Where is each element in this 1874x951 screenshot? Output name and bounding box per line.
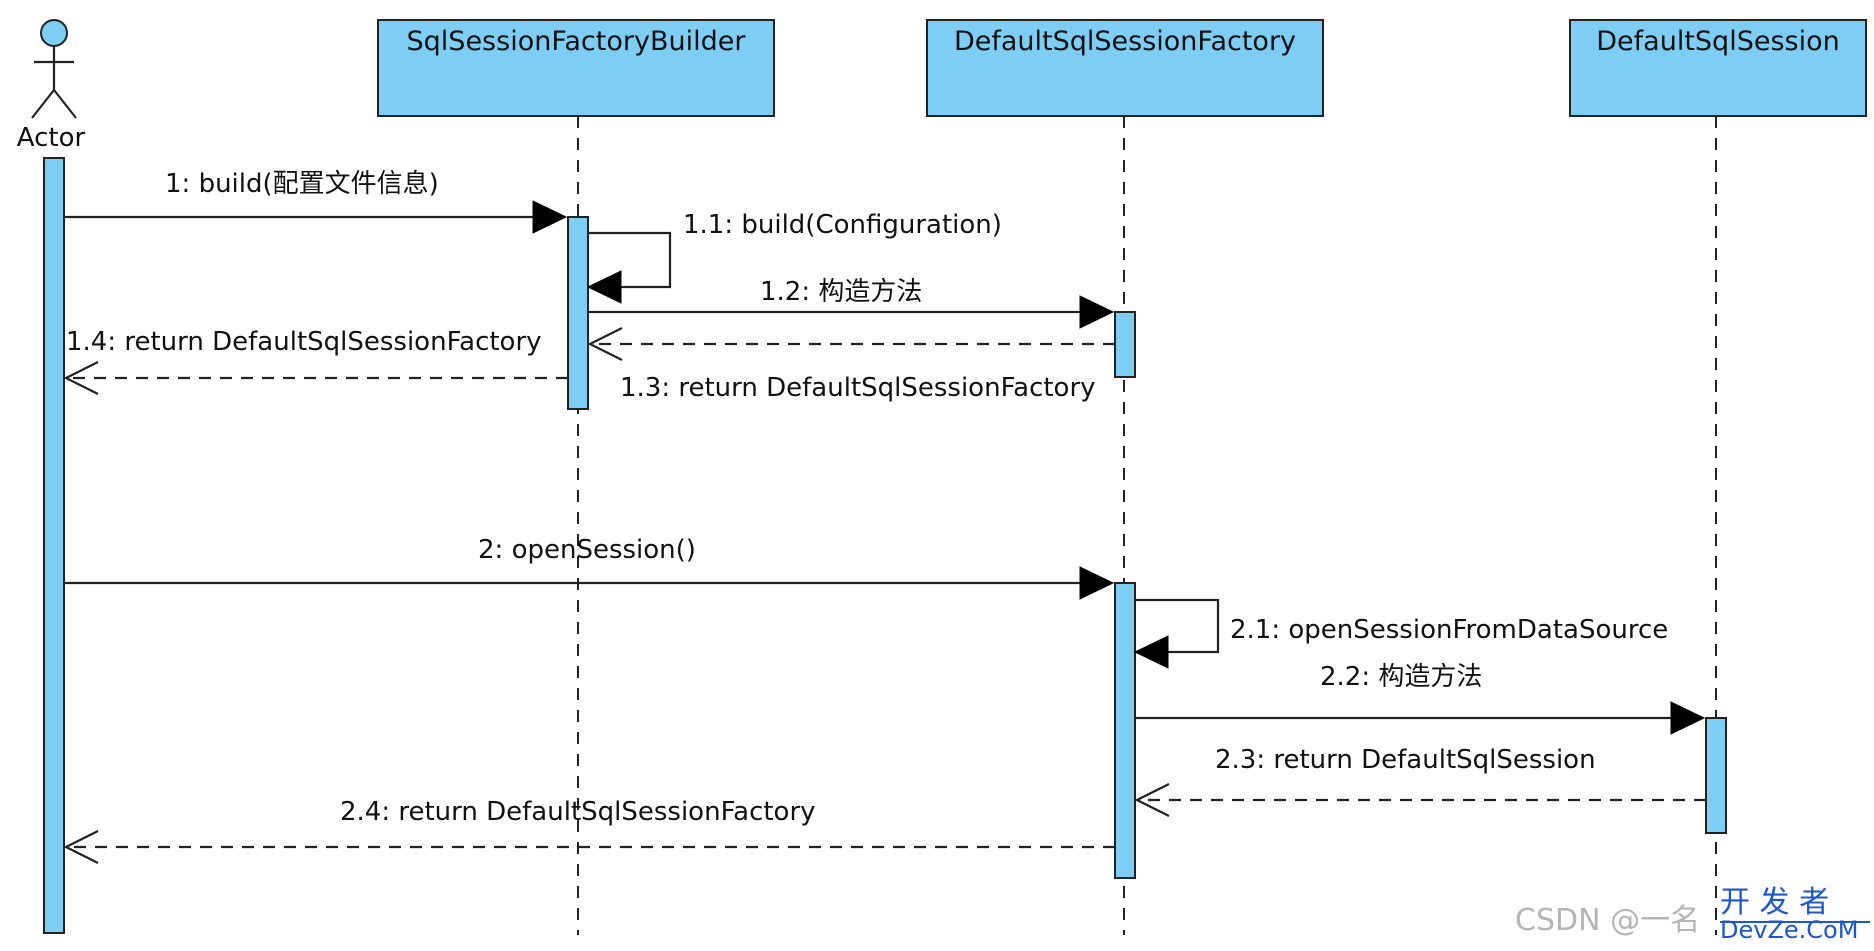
- actor: Actor: [17, 19, 86, 153]
- lifeline-session-title: DefaultSqlSession: [1596, 26, 1839, 57]
- lifeline-factory: DefaultSqlSessionFactory: [926, 19, 1324, 117]
- message-1-2-label: 1.2: 构造方法: [760, 277, 922, 307]
- message-1-4: 1.4: return DefaultSqlSessionFactory: [63, 327, 568, 395]
- message-2-1-line: [1135, 598, 1220, 654]
- actor-label: Actor: [17, 123, 86, 153]
- message-1-1-label: 1.1: build(Configuration): [683, 210, 1002, 240]
- message-1-1-line: [588, 231, 672, 289]
- message-1-arrowhead-icon: [532, 200, 568, 234]
- actor-head-icon: [40, 19, 68, 47]
- message-1-1-arrowhead-icon: [586, 270, 622, 304]
- lifeline-factory-title: DefaultSqlSessionFactory: [954, 26, 1296, 57]
- watermark-csdn: CSDN @一名: [1515, 903, 1700, 938]
- message-2-1-label: 2.1: openSessionFromDataSource: [1230, 615, 1668, 645]
- activation-session: [1705, 717, 1727, 834]
- message-2-4-label: 2.4: return DefaultSqlSessionFactory: [340, 797, 816, 827]
- message-2: 2: openSession(): [64, 535, 1115, 600]
- activation-builder: [567, 216, 589, 410]
- message-2-4: 2.4: return DefaultSqlSessionFactory: [63, 797, 1115, 864]
- activation-actor: [43, 157, 65, 934]
- actor-left-leg-icon: [31, 89, 55, 119]
- message-2-2: 2.2: 构造方法: [1135, 662, 1706, 735]
- lifeline-session-box: [1569, 19, 1867, 117]
- watermark-devze-en: DevZe.CoM: [1720, 916, 1858, 944]
- message-1-3-label: 1.3: return DefaultSqlSessionFactory: [620, 373, 1096, 403]
- lifeline-builder: SqlSessionFactoryBuilder: [377, 19, 775, 117]
- message-2-1-arrowhead-icon: [1133, 635, 1169, 669]
- message-1-2-arrowhead-icon: [1079, 295, 1115, 329]
- actor-right-leg-icon: [53, 89, 77, 119]
- message-1-label: 1: build(配置文件信息): [165, 169, 439, 199]
- message-1-4-label: 1.4: return DefaultSqlSessionFactory: [66, 327, 542, 357]
- lifeline-builder-title: SqlSessionFactoryBuilder: [407, 26, 747, 57]
- message-2-4-arrowhead-icon: [63, 830, 99, 864]
- message-1-3-arrowhead-icon: [587, 327, 623, 361]
- message-2-arrowhead-icon: [1079, 566, 1115, 600]
- message-2-3: 2.3: return DefaultSqlSession: [1134, 745, 1706, 817]
- watermark-devze-cn: 开 发 者: [1720, 885, 1829, 920]
- lifeline-session: DefaultSqlSession: [1569, 19, 1867, 117]
- message-2-label: 2: openSession(): [478, 535, 696, 565]
- message-2-1: 2.1: openSessionFromDataSource: [1133, 598, 1668, 669]
- message-2-3-arrowhead-icon: [1134, 783, 1170, 817]
- message-1: 1: build(配置文件信息): [64, 169, 568, 234]
- message-1-1: 1.1: build(Configuration): [586, 210, 1002, 304]
- message-2-2-arrowhead-icon: [1670, 701, 1706, 735]
- message-2-2-label: 2.2: 构造方法: [1320, 662, 1482, 692]
- activation-factory-1: [1114, 311, 1136, 378]
- lifeline-builder-box: [377, 19, 775, 117]
- activation-factory-2: [1114, 582, 1136, 879]
- lifeline-factory-box: [926, 19, 1324, 117]
- message-2-3-label: 2.3: return DefaultSqlSession: [1215, 745, 1596, 775]
- message-1-3: 1.3: return DefaultSqlSessionFactory: [587, 327, 1115, 403]
- watermark: CSDN @一名 开 发 者 DevZe.CoM: [1515, 885, 1870, 944]
- message-1-4-arrowhead-icon: [63, 361, 99, 395]
- message-1-2: 1.2: 构造方法: [588, 277, 1115, 329]
